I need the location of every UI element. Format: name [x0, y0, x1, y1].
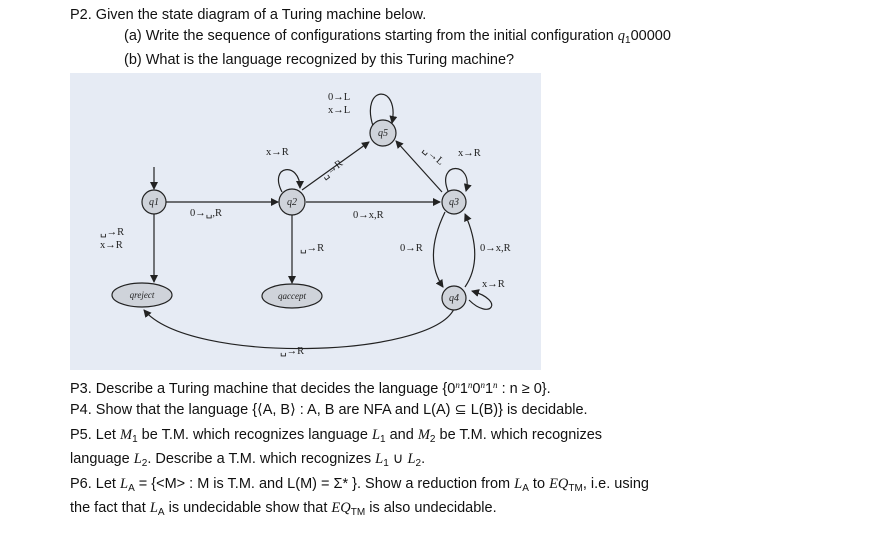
edge-q3-q4	[432, 211, 446, 288]
label-q5-loop-b: x→L	[328, 105, 350, 116]
p6-la-sub: A	[128, 483, 135, 494]
label-q4-reject: ␣→R	[280, 346, 304, 357]
p5-u1: L	[375, 451, 384, 467]
p5-l2: L	[133, 451, 142, 467]
p6-la3: L	[149, 500, 158, 516]
p6-la3-sub: A	[157, 507, 165, 518]
p3-sym-2: 0	[472, 381, 481, 397]
p2-title: P2. Given the state diagram of a Turing …	[70, 7, 427, 23]
label-q3-q4: 0→R	[400, 243, 423, 254]
edge-q5-loop	[369, 93, 398, 127]
label-q4-q3: 0→x,R	[480, 243, 511, 254]
p5-t3: and	[385, 427, 418, 443]
p5-u1-sub: 1	[383, 458, 389, 469]
label-q2-accept: ␣→R	[300, 243, 324, 254]
p6-line-2: the fact that LA is undecidable show tha…	[70, 499, 497, 522]
p3-suffix: : n ≥ 0}.	[497, 381, 551, 397]
diagram-background	[70, 73, 541, 370]
state-accept-label: qaccept	[278, 291, 306, 301]
p4-text: P4. Show that the language {⟨A, B⟩ : A, …	[70, 402, 588, 418]
p6-eq2-sub: TM	[350, 507, 366, 518]
p5-t2: be T.M. which recognizes language	[137, 427, 372, 443]
state-reject-label: qreject	[130, 290, 155, 300]
p5-u2-sub: 2	[415, 458, 422, 469]
edge-q3-loop	[445, 168, 472, 192]
p3-exp-2: n	[467, 380, 473, 390]
p3-exp-1: n	[455, 380, 460, 390]
label-q1-loop-b: x→R	[100, 240, 123, 251]
p3-sym-3: 1	[484, 381, 494, 397]
p6-la2-sub: A	[522, 483, 529, 494]
p6-t3: to	[528, 476, 550, 492]
label-q4-loop: x→R	[482, 279, 505, 290]
edge-q3-q5	[395, 140, 443, 193]
state-q2	[278, 188, 306, 216]
p5-l2-sub: 2	[141, 458, 148, 469]
state-q3	[441, 189, 467, 215]
state-q5-label: q5	[378, 128, 388, 139]
initial-input: 00000	[630, 28, 671, 44]
p5-m1-sub: 1	[132, 434, 138, 445]
p6-line-1: P6. Let LA = {<M> : M is T.M. and L(M) =…	[70, 475, 649, 498]
state-q5	[369, 119, 397, 147]
p5-t4: be T.M. which recognizes	[435, 427, 603, 443]
p6-t7: is also undecidable.	[365, 500, 497, 516]
edge-q4-loop	[468, 289, 493, 310]
p5-m2-sub: 2	[429, 434, 436, 445]
p3-sym-1: 1	[459, 381, 468, 397]
label-q2-q3: 0→x,R	[353, 210, 384, 221]
p6-t1: P6. Let	[70, 476, 120, 492]
p3-text: P3. Describe a Turing machine that decid…	[70, 376, 551, 398]
state-q2-label: q2	[287, 197, 297, 208]
label-q2-loop: x→R	[266, 147, 289, 158]
state-accept	[261, 283, 323, 309]
label-q1-loop-a: ␣→R	[100, 227, 124, 238]
label-q1-q2: 0→␣,R	[190, 208, 222, 219]
p6-la: L	[119, 476, 129, 492]
state-q4-label: q4	[449, 293, 459, 304]
label-q3-loop: x→R	[458, 148, 481, 159]
state-reject	[111, 282, 173, 308]
p5-l1: L	[371, 427, 381, 443]
p5-t1: P5. Let	[70, 427, 120, 443]
p5-t7: .	[421, 451, 426, 467]
p6-eq2: EQ	[331, 500, 351, 516]
turing-machine-diagram: q1 q2 q5 q3 q4 qreject qaccept 0→␣,R ␣→R…	[70, 73, 541, 370]
p3-exp-4: n	[493, 380, 498, 390]
p5-line-2: language L2. Describe a T.M. which recog…	[70, 450, 425, 473]
p5-m1: M	[119, 427, 133, 443]
edge-q4-q3	[464, 213, 476, 288]
p5-l1-sub: 1	[380, 434, 386, 445]
p6-t4: , i.e. using	[582, 476, 649, 492]
p5-t6: . Describe a T.M. which recognizes	[147, 451, 376, 467]
state-q1	[141, 189, 167, 215]
p3-prefix: P3. Describe a Turing machine that decid…	[70, 381, 456, 397]
p2-part-a-text: (a) Write the sequence of configurations…	[124, 28, 614, 44]
edge-q2-q5	[301, 141, 370, 191]
p6-t2: = {<M> : M is T.M. and L(M) = Σ* }. Show…	[134, 476, 515, 492]
p5-u2: L	[407, 451, 416, 467]
p5-m2: M	[417, 427, 430, 443]
p5-line-1: P5. Let M1 be T.M. which recognizes lang…	[70, 426, 602, 449]
initial-state-sub: 1	[625, 35, 631, 46]
state-q1-label: q1	[149, 197, 159, 208]
p6-t5: the fact that	[70, 500, 150, 516]
p2-part-a: (a) Write the sequence of configurations…	[124, 27, 671, 50]
p6-t6: is undecidable show that	[164, 500, 332, 516]
p2-part-b: (b) What is the language recognized by t…	[124, 52, 515, 68]
p5-t5: language	[70, 451, 134, 467]
edge-q4-reject	[143, 308, 455, 350]
p3-exp-3: n	[480, 380, 485, 390]
initial-state: q	[617, 28, 626, 44]
p5-union: ∪	[388, 451, 408, 467]
label-q5-loop-a: 0→L	[328, 92, 350, 103]
state-q3-label: q3	[449, 197, 459, 208]
p6-la2: L	[514, 476, 523, 492]
state-q4	[441, 285, 467, 311]
p6-eq: EQ	[549, 476, 569, 492]
edge-q2-loop	[277, 169, 304, 193]
p6-eq-sub: TM	[568, 483, 583, 494]
